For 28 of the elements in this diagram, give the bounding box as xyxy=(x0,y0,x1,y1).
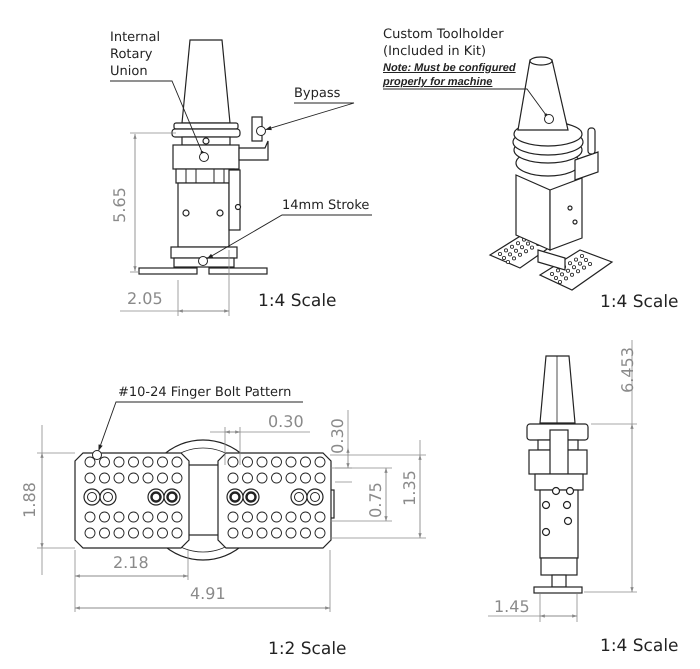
leader-line xyxy=(382,88,548,116)
callout-text: Bypass xyxy=(294,86,342,103)
dimension-value: 1.35 xyxy=(402,470,418,506)
callout-text: #10-24 Finger Bolt Pattern xyxy=(118,385,292,402)
dimension-value: 0.75 xyxy=(368,482,384,518)
part-spot xyxy=(256,126,266,136)
leader-line xyxy=(265,102,354,130)
scale-label: 1:4 Scale xyxy=(600,638,679,655)
leader-line xyxy=(110,80,204,154)
leader-line xyxy=(98,402,304,451)
dimension-value: 5.65 xyxy=(112,187,128,223)
dimension-value: 2.05 xyxy=(127,291,163,307)
leader-line xyxy=(206,214,372,259)
dimension-value: 2.18 xyxy=(113,555,149,571)
dimension-value: 1.88 xyxy=(22,482,38,518)
scale-label: 1:2 Scale xyxy=(268,641,347,658)
dimension-value: 1.45 xyxy=(494,599,530,615)
callout-text: 14mm Stroke xyxy=(282,198,370,215)
note-text: Note: Must be configured properly for machine xyxy=(383,60,517,90)
callout-text: Internal Rotary Union xyxy=(110,30,162,81)
scale-label: 1:4 Scale xyxy=(600,294,679,311)
dimension-value: 0.30 xyxy=(268,414,304,430)
callout-text: Custom Toolholder (Included in Kit) xyxy=(383,27,505,61)
dimension-value: 4.91 xyxy=(190,586,226,602)
dimension-value: 0.30 xyxy=(330,418,346,454)
dimension-value: 6.453 xyxy=(620,347,636,393)
scale-label: 1:4 Scale xyxy=(258,293,337,310)
part-spot xyxy=(92,450,102,460)
